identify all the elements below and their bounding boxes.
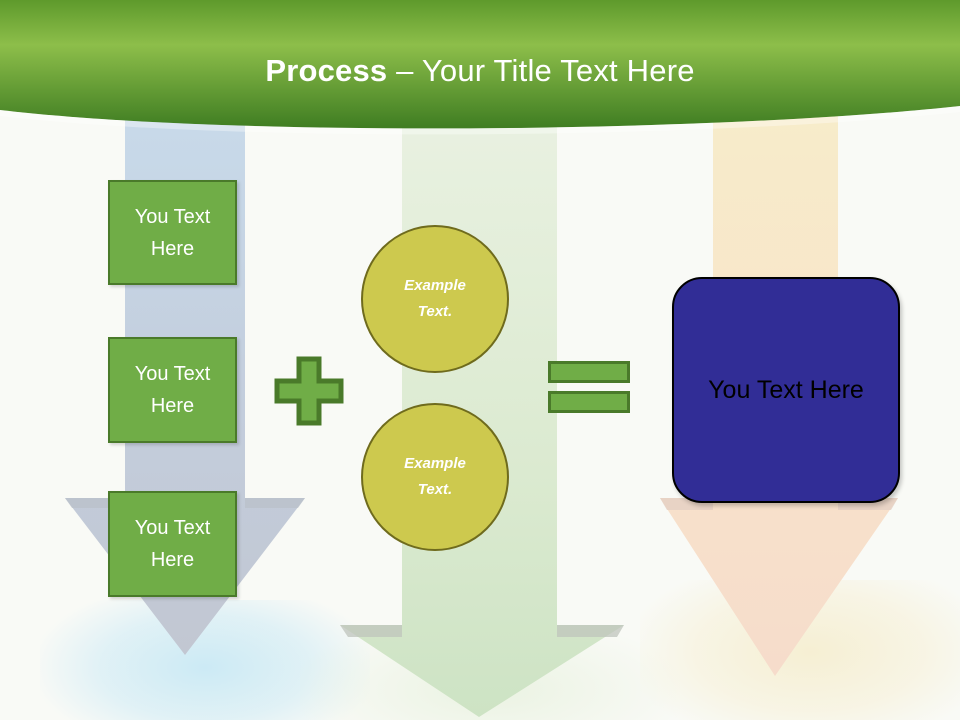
example-circle-1-line1: Example bbox=[404, 277, 466, 294]
input-box-2-line2: Here bbox=[150, 395, 195, 417]
example-circle-2-line2: Text. bbox=[417, 481, 453, 498]
example-circle-2[interactable]: Example Text. bbox=[361, 403, 509, 551]
example-circle-1-line2: Text. bbox=[417, 303, 453, 320]
page-title: Process – Your Title Text Here bbox=[0, 52, 960, 90]
example-circle-1[interactable]: Example Text. bbox=[361, 225, 509, 373]
page-title-strong: Process bbox=[265, 53, 388, 88]
input-box-3[interactable]: You Text Here bbox=[108, 491, 237, 597]
input-box-2[interactable]: You Text Here bbox=[108, 337, 237, 443]
slide-header-banner: Process – Your Title Text Here bbox=[0, 0, 960, 135]
example-circle-2-line1: Example bbox=[404, 455, 466, 472]
equals-bar-top bbox=[548, 361, 630, 383]
equals-operator-icon bbox=[548, 361, 630, 413]
page-title-light: – Your Title Text Here bbox=[387, 53, 695, 88]
input-box-3-line2: Here bbox=[150, 549, 195, 571]
plus-operator-icon bbox=[274, 356, 344, 426]
input-box-1-line1: You Text bbox=[134, 205, 211, 228]
center-down-arrow bbox=[335, 110, 630, 720]
input-box-3-line1: You Text bbox=[134, 517, 211, 539]
input-box-2-line1: You Text bbox=[134, 363, 211, 385]
equals-bar-bottom bbox=[548, 391, 630, 413]
result-box[interactable]: You Text Here bbox=[672, 277, 900, 503]
result-box-label: You Text Here bbox=[708, 375, 864, 404]
input-box-1[interactable]: You Text Here bbox=[108, 180, 237, 285]
input-box-1-line2: Here bbox=[150, 237, 195, 260]
